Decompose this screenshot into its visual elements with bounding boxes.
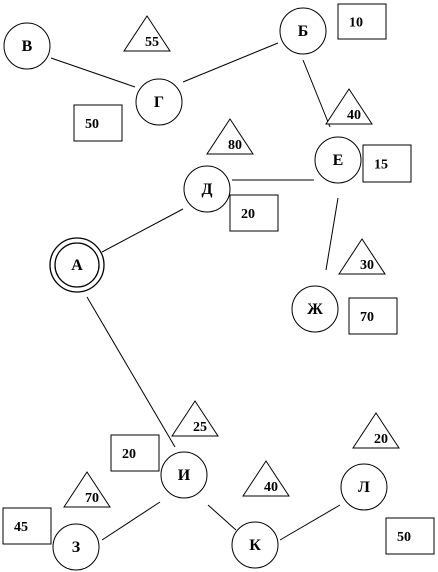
triangle-shape (206, 118, 254, 155)
value-box: 10 (337, 3, 387, 40)
box-value: 50 (85, 117, 99, 132)
node-k: К (231, 521, 279, 569)
box-value: 15 (374, 158, 388, 173)
node-label: Г (154, 94, 164, 111)
edge-b6-e (302, 59, 331, 128)
node-label: К (249, 537, 261, 554)
box-shape (337, 3, 387, 40)
node-z: З (52, 523, 100, 571)
node-circle (231, 521, 279, 569)
nodes-layer: А Б В Г Д Е Ж З И К Л (3, 7, 388, 571)
edge-i-z (101, 501, 161, 541)
box-shape (2, 507, 52, 545)
triangle-value: 40 (264, 480, 278, 495)
node-label: Б (298, 23, 309, 40)
node-circle (135, 78, 183, 126)
box-value: 70 (360, 310, 374, 325)
box-value: 20 (241, 207, 255, 222)
edge-a-i (86, 296, 176, 448)
node-label: З (72, 539, 81, 556)
node-circle (54, 242, 100, 288)
triangle-shape (352, 412, 400, 449)
box-shape (348, 297, 398, 335)
edges-layer (50, 42, 341, 541)
value-box: 15 (362, 144, 412, 183)
node-d: Д (183, 165, 231, 213)
node-circle (279, 7, 327, 55)
node-label: Ж (307, 301, 323, 318)
node-zh: Ж (291, 285, 339, 333)
triangle-shape (338, 238, 386, 275)
box-value: 45 (14, 520, 28, 535)
box-value: 10 (349, 16, 363, 31)
node-circle (291, 285, 339, 333)
value-box: 70 (348, 297, 398, 335)
triangle-shape (123, 15, 171, 52)
node-e: Е (314, 136, 362, 184)
triangle-value: 70 (85, 491, 99, 506)
value-box: 20 (229, 194, 279, 232)
triangle-marker: 40 (242, 460, 290, 497)
value-box: 50 (385, 517, 435, 555)
value-box: 50 (73, 104, 123, 142)
triangle-marker: 70 (63, 471, 111, 508)
box-shape (362, 144, 412, 183)
node-label: В (22, 38, 33, 55)
node-label: Л (358, 479, 370, 496)
edge-k-l (279, 504, 341, 541)
box-shape (385, 517, 435, 555)
node-label: Е (333, 152, 344, 169)
node-label: Д (201, 181, 212, 198)
node-circle (52, 523, 100, 571)
box-value: 50 (397, 530, 411, 545)
edge-g-b6 (182, 42, 279, 83)
triangle-marker: 30 (338, 238, 386, 275)
triangle-shape (171, 400, 219, 437)
triangles-layer: 55 40 80 30 25 70 40 20 (63, 15, 400, 508)
triangle-value: 30 (360, 258, 374, 273)
node-v: В (3, 22, 51, 70)
triangle-shape (325, 88, 373, 125)
triangle-marker: 80 (206, 118, 254, 155)
node-i: И (160, 451, 208, 499)
triangle-shape (242, 460, 290, 497)
node-l: Л (340, 463, 388, 511)
edge-a-d (101, 208, 184, 253)
triangle-value: 20 (374, 432, 388, 447)
node-circle (160, 451, 208, 499)
box-shape (229, 194, 279, 232)
triangle-value: 55 (145, 35, 159, 50)
node-label: И (178, 467, 191, 484)
edge-e-zh (325, 197, 339, 271)
triangle-value: 25 (193, 420, 207, 435)
node-label: А (71, 257, 83, 274)
triangle-value: 80 (228, 138, 242, 153)
node-circle (340, 463, 388, 511)
node-circle (314, 136, 362, 184)
triangle-marker: 25 (171, 400, 219, 437)
triangle-value: 40 (347, 108, 361, 123)
triangle-shape (63, 471, 111, 508)
box-shape (73, 104, 123, 142)
edge-i-k (207, 504, 237, 531)
node-circle (183, 165, 231, 213)
triangle-marker: 20 (352, 412, 400, 449)
value-box: 20 (110, 434, 160, 472)
triangle-marker: 40 (325, 88, 373, 125)
node-a: А (49, 237, 105, 293)
node-g: Г (135, 78, 183, 126)
value-box: 45 (2, 507, 52, 545)
boxes-layer: 10 50 15 20 70 20 45 50 (2, 3, 435, 555)
edge-v-g (50, 57, 136, 88)
box-value: 20 (122, 447, 136, 462)
box-shape (110, 434, 160, 472)
node-circle (3, 22, 51, 70)
node-b6: Б (279, 7, 327, 55)
triangle-marker: 55 (123, 15, 171, 52)
